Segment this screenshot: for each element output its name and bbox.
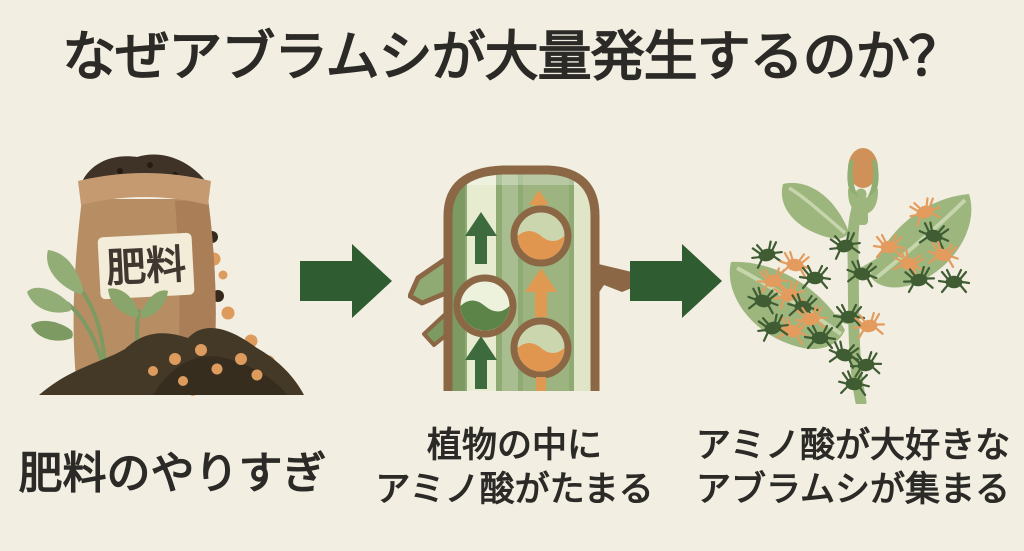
plant-leaf-top <box>781 182 849 239</box>
page-title: なぜアブラムシが大量発生するのか？ <box>62 25 962 88</box>
right-branch-stub <box>590 262 639 306</box>
sap-circle-green <box>453 274 517 338</box>
soil-mound <box>39 327 304 395</box>
water-flow-arrows <box>465 212 497 389</box>
seedling-left <box>27 250 107 368</box>
caption-line: 植物の中に <box>426 426 602 466</box>
stem-cross-section-illustration <box>408 165 639 391</box>
right-arrow-icon <box>300 244 392 318</box>
caption-line: アミノ酸がたまる <box>375 470 654 511</box>
aphid-plant-illustration <box>729 148 972 404</box>
fertilizer-bag-illustration: 肥料 <box>27 154 304 396</box>
amino-acid-flow-orange <box>510 190 572 391</box>
flower-bud <box>847 148 879 225</box>
aphid-icon <box>798 264 832 290</box>
caption-overfertilizing: 肥料のやりすぎ <box>0 437 345 501</box>
caption-amino-acid-buildup: 植物の中に アミノ酸がたまる <box>352 424 677 512</box>
right-arrow-icon <box>630 244 722 318</box>
bag-label: 肥料 <box>97 232 195 300</box>
bag-label-text: 肥料 <box>105 242 187 292</box>
caption-line: アミノ酸が大好きな <box>695 426 1011 466</box>
caption-line: アブラムシが集まる <box>696 470 1010 511</box>
caption-aphids-gather: アミノ酸が大好きな アブラムシが集まる <box>682 424 1024 512</box>
trunk-outline <box>443 165 600 391</box>
aphid-icon <box>937 268 971 294</box>
caption-line: 肥料のやりすぎ <box>18 448 327 499</box>
